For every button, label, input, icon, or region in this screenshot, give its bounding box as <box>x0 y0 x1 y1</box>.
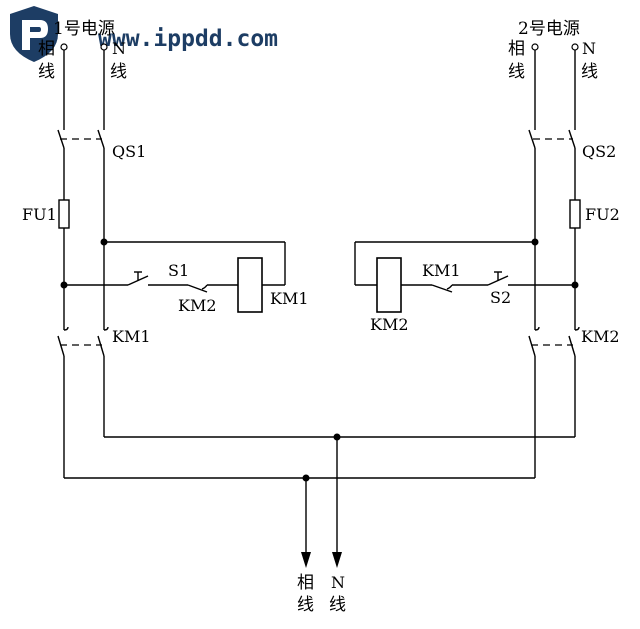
source-1-neutral-label: N <box>112 39 126 58</box>
qs1-label: QS1 <box>112 142 146 161</box>
source-1-neutral-line-label: 线 <box>110 62 127 82</box>
km2-coil-label: KM2 <box>370 315 409 334</box>
s2-pushbutton <box>494 271 502 281</box>
km1-coil <box>237 257 263 313</box>
km2-main-contacts <box>531 326 580 346</box>
s2-label: S2 <box>490 288 511 307</box>
output-neutral-arrow-icon <box>332 552 342 568</box>
output-phase-label-2: 线 <box>297 595 314 615</box>
output-neutral-line-label: 线 <box>329 595 346 615</box>
source-2-title: 2号电源 <box>518 19 580 39</box>
source-2-neutral-label: N <box>582 39 596 58</box>
source-2-phase-label-2: 线 <box>508 62 525 82</box>
output-phase-label-1: 相 <box>297 573 314 593</box>
km2-main-label: KM2 <box>581 327 620 346</box>
watermark-text: www.ippdd.com <box>98 26 278 52</box>
source-terminals <box>60 43 579 51</box>
source-2-wiring <box>528 50 576 478</box>
output-neutral-label: N <box>331 573 345 592</box>
left-control-circuit <box>64 241 286 293</box>
km1-interlock-right-label: KM1 <box>422 261 461 280</box>
output-bus <box>64 436 575 560</box>
fu2-fuse <box>569 199 581 229</box>
output-phase-arrow-icon <box>301 552 311 568</box>
source-1-title: 1号电源 <box>53 19 115 39</box>
right-control-circuit <box>354 241 575 293</box>
km1-main-label: KM1 <box>112 327 151 346</box>
ippdd-logo-icon <box>10 6 58 62</box>
source-2-neutral-line-label: 线 <box>581 62 598 82</box>
source-1-wiring <box>57 50 105 478</box>
s1-label: S1 <box>168 261 189 280</box>
km1-coil-label: KM1 <box>270 289 309 308</box>
source-1-phase-label-1: 相 <box>38 39 55 59</box>
km2-coil <box>376 257 402 313</box>
fu1-fuse <box>58 199 70 229</box>
s1-pushbutton <box>134 271 142 281</box>
fu1-label: FU1 <box>22 205 57 224</box>
qs2-label: QS2 <box>582 142 616 161</box>
source-1-phase-label-2: 线 <box>38 62 55 82</box>
km2-interlock-left-label: KM2 <box>178 296 217 315</box>
fu2-label: FU2 <box>585 205 620 224</box>
km1-main-contacts <box>60 326 109 346</box>
source-2-phase-label-1: 相 <box>508 39 525 59</box>
junction-dots <box>60 238 579 482</box>
